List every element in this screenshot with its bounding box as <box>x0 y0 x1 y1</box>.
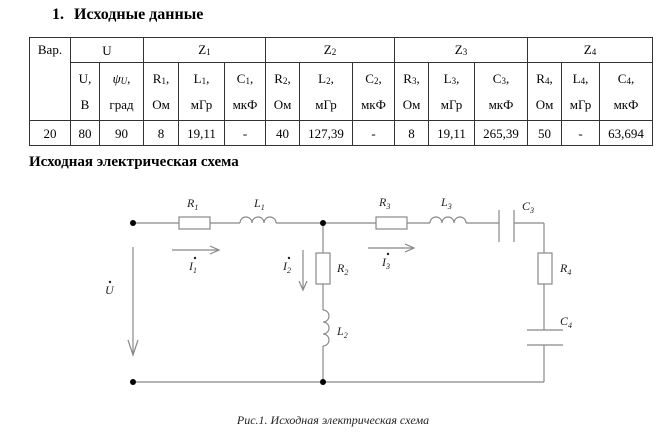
table-cell: - <box>352 120 395 146</box>
resistor-r3 <box>375 216 408 230</box>
schema-heading: Исходная электрическая схема <box>29 154 239 170</box>
label-i3: I3 <box>381 255 390 271</box>
table-cell: 19,11 <box>178 120 225 146</box>
subheader-cell: L3,мГр <box>428 62 475 121</box>
phasor-dot <box>287 256 291 260</box>
resistor-r1 <box>178 216 211 230</box>
inductor-l3 <box>429 216 467 224</box>
junction-node <box>320 220 326 226</box>
label-r2: R2 <box>336 261 348 277</box>
figure-caption: Рис.1. Исходная электрическая схема <box>236 413 430 427</box>
section-heading: 1. Исходные данные <box>52 6 203 24</box>
subheader-cell: U,В <box>70 62 100 121</box>
label-c4: C4 <box>560 314 572 330</box>
label-l2: L2 <box>336 324 348 340</box>
label-c3: C3 <box>522 199 534 215</box>
subheader-cell: L1,мГр <box>178 62 225 121</box>
resistor-r2 <box>315 252 331 285</box>
table-cell: 90 <box>99 120 144 146</box>
table-cell: 265,39 <box>474 120 528 146</box>
label-l1: L1 <box>253 196 265 212</box>
header-variant: Вар. <box>29 37 71 121</box>
label-i1: I1 <box>188 259 197 275</box>
phasor-dot <box>386 252 390 256</box>
label-u: U <box>105 283 115 297</box>
table-cell: 8 <box>394 120 429 146</box>
table-cell: 80 <box>70 120 100 146</box>
subheader-cell: L2,мГр <box>299 62 353 121</box>
table-group-header-row: Вар. U Z1 Z2 Z3 Z4 <box>29 37 653 121</box>
resistor-r4 <box>537 252 553 285</box>
subheader-cell: R4,Ом <box>527 62 562 121</box>
subheader-cell: C2,мкФ <box>352 62 395 121</box>
header-group-z2: Z2 <box>265 37 395 63</box>
phasor-dot <box>108 280 112 284</box>
label-r4: R4 <box>559 261 571 277</box>
current-arrow-i3 <box>368 243 416 253</box>
label-i2: I2 <box>282 259 291 275</box>
subheader-cell: ψU,град <box>99 62 144 121</box>
table-cell: 63,694 <box>599 120 653 146</box>
table-cell: 20 <box>29 120 71 146</box>
terminal-node <box>130 220 136 226</box>
section-title: Исходные данные <box>74 6 204 23</box>
terminal-node <box>130 379 136 385</box>
table-cell: - <box>224 120 266 146</box>
inductor-l1 <box>239 216 277 224</box>
junction-node <box>320 379 326 385</box>
current-arrow-i1 <box>172 245 221 255</box>
subheader-cell: L4,мГр <box>561 62 600 121</box>
table-cell: 8 <box>143 120 179 146</box>
label-r1: R1 <box>186 196 198 212</box>
label-r3: R3 <box>378 195 390 211</box>
section-number: 1. <box>52 6 64 23</box>
phasor-dot <box>193 256 197 260</box>
table-cell: - <box>561 120 600 146</box>
header-group-z4: Z4 <box>527 37 653 63</box>
current-arrow-i2 <box>298 250 308 292</box>
table-cell: 40 <box>265 120 300 146</box>
inductor-l2 <box>322 309 330 347</box>
table-cell: 127,39 <box>299 120 353 146</box>
voltage-arrow-u <box>127 247 139 357</box>
subheader-cell: C4,мкФ <box>599 62 653 121</box>
label-l3: L3 <box>440 195 452 211</box>
